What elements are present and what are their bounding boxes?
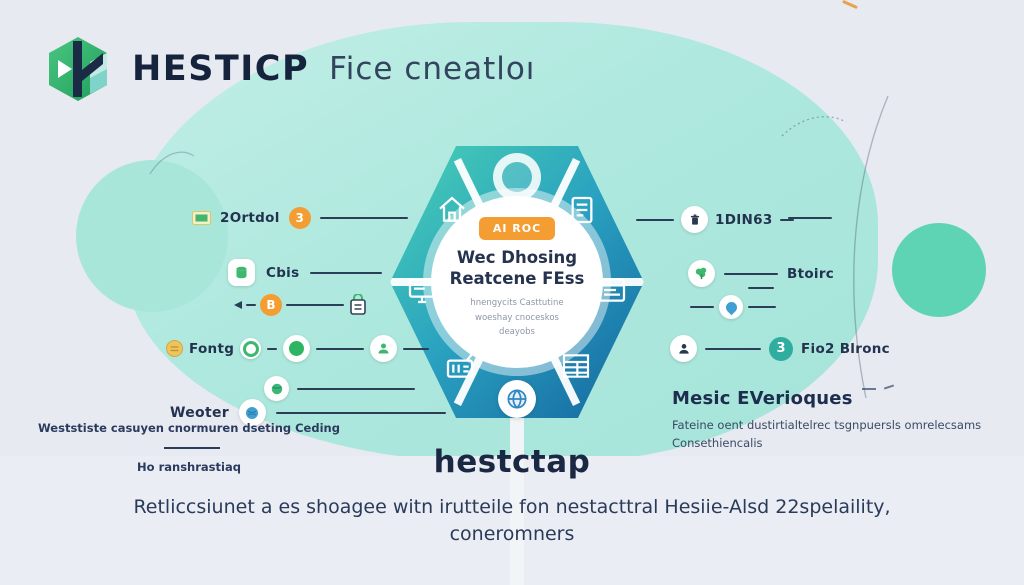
house-icon — [436, 194, 468, 226]
background-blob-left — [76, 160, 228, 312]
right-block-body: Fateine oent dustirtialtelrec tsgnpuersl… — [672, 417, 982, 453]
hesticp-logo-icon — [49, 37, 107, 101]
connector-line — [310, 271, 383, 274]
note-underline — [163, 447, 220, 450]
teal-badge-3: 3 — [769, 336, 793, 361]
database-icon — [228, 259, 255, 286]
right-row-1: 1DIN63 — [636, 206, 794, 233]
right-row-2-label: Btoirc — [787, 265, 835, 282]
left-row-6-label: Weoter — [170, 404, 229, 421]
hub-bottom-stem — [510, 384, 524, 585]
left-note: Weststiste casuyen cnormuren dseting Ced… — [12, 419, 366, 478]
coin-icon — [166, 340, 183, 357]
hub-diagram: AI ROC Wec Dhosing Reatcene FEss hnengyc… — [390, 146, 644, 585]
hub-title-line1: Wec Dhosing — [456, 248, 578, 267]
connector-line — [748, 306, 776, 308]
dot-green-icon — [283, 335, 311, 362]
hub-badge: AI ROC — [478, 217, 556, 240]
trash-icon — [681, 206, 708, 233]
hub-title-line2: Reatcene FEss — [449, 268, 585, 288]
hub-circle: AI ROC Wec Dhosing Reatcene FEss hnengyc… — [431, 196, 603, 368]
orange-badge-b: B — [260, 294, 282, 316]
right-block-heading: Mesic EVerioques — [672, 388, 853, 409]
left-row-2: Cbis — [228, 259, 383, 286]
globe-green-icon — [264, 376, 289, 401]
globe-icon — [498, 380, 536, 418]
orange-badge-3: 3 — [288, 207, 311, 229]
left-row-6: Weoter — [170, 399, 446, 426]
left-row-1: 2Ortdol 3 — [192, 207, 408, 229]
arrow-left-icon — [234, 301, 242, 309]
left-row-4-label: Fontg — [189, 340, 235, 357]
left-note-line1: Weststiste casuyen cnormuren dseting Ced… — [12, 419, 366, 458]
right-row-4-label: Fio2 Blronc — [801, 340, 890, 357]
footer-wordmark: hestctap — [433, 444, 591, 480]
card-icon — [192, 211, 211, 225]
right-row-3 — [690, 295, 776, 319]
connector-line — [724, 272, 778, 275]
globe-blue-icon — [238, 399, 266, 426]
drop-blue-icon — [719, 295, 743, 319]
bag-icon — [350, 294, 366, 315]
caption-line2: coneromners — [449, 523, 575, 545]
decor-circle-right — [892, 223, 986, 317]
person-green-icon — [370, 335, 398, 362]
connector-line — [636, 218, 674, 221]
decor-dash — [862, 388, 876, 390]
ring-green-icon — [240, 338, 262, 359]
right-block-body-line2: Consethiencalis — [672, 435, 763, 450]
connector-line — [246, 304, 256, 306]
data-table-icon — [560, 350, 592, 382]
right-row-2: Btoirc — [688, 260, 834, 287]
connector-line — [705, 347, 761, 350]
document-icon — [566, 194, 598, 226]
header: HESTICP Fice cneatloı — [44, 36, 535, 102]
left-note-line2: Ho ranshrastiaq — [137, 460, 241, 475]
connector-line — [275, 411, 446, 414]
brand-tagline: Fice cneatloı — [329, 51, 536, 87]
hub-sub-line1: hnengycits Casttutine — [470, 298, 564, 309]
connector-line — [690, 306, 714, 308]
connector-line — [286, 304, 344, 306]
left-row-3: B — [234, 294, 368, 316]
connector-line — [316, 347, 365, 350]
left-row-2-label: Cbis — [266, 264, 300, 281]
right-row-4: 3 Fio2 Blronc — [670, 335, 890, 362]
hub-sub-line3: deayobs — [499, 327, 535, 338]
hub-subtext: hnengycits Casttutine woeshay cnoceskos … — [470, 296, 563, 339]
tree-green-icon — [688, 260, 715, 287]
connector-line — [788, 217, 832, 219]
right-block-body-line1: Fateine oent dustirtialtelrec tsgnpuersl… — [672, 418, 982, 432]
brand-title: HESTICP — [132, 49, 310, 89]
connector-line — [319, 217, 408, 219]
connector-line — [297, 387, 415, 390]
right-row-1-label: 1DIN63 — [715, 211, 773, 228]
left-row-4: Fontg — [166, 335, 430, 362]
connector-dash — [748, 287, 774, 289]
hub-sub-line2: woeshay cnoceskos — [475, 312, 559, 323]
person-dark-icon — [670, 335, 697, 362]
clock-ring-icon — [493, 153, 541, 201]
connector-dash — [779, 218, 794, 221]
caption-line1: Retliccsiunet a es shoagee witn irutteil… — [133, 496, 891, 518]
connector-dash — [267, 347, 278, 350]
left-row-5 — [264, 376, 415, 401]
connector-line — [403, 347, 430, 350]
right-text-block: Mesic EVerioques Fateine oent dustirtial… — [672, 388, 982, 453]
decor-orange-tick — [842, 0, 858, 10]
left-row-1-label: 2Ortdol — [220, 210, 280, 226]
